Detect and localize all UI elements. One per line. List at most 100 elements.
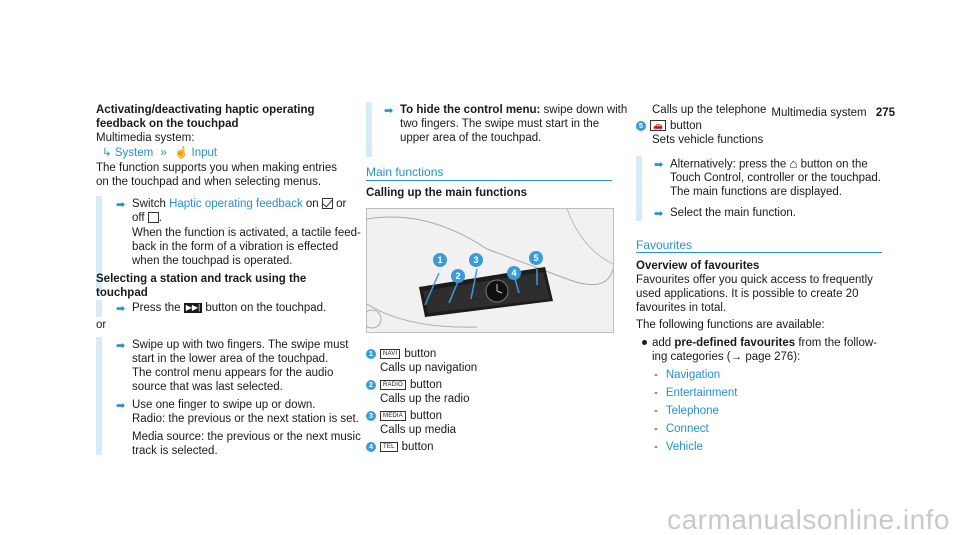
category-item: -Connect bbox=[654, 423, 709, 435]
step-text: Radio: the previous or the next station … bbox=[132, 413, 359, 425]
subheading: Overview of favourites bbox=[636, 260, 760, 272]
step-bar bbox=[96, 196, 102, 293]
tel-key-icon: TEL bbox=[380, 441, 398, 452]
section-title: Main functions bbox=[366, 165, 444, 179]
checkbox-empty-icon bbox=[147, 212, 159, 224]
figure-label-3: 3 bbox=[469, 253, 483, 267]
figure-label-4: 4 bbox=[507, 266, 521, 280]
step-text: Switch Haptic operating feedback on or bbox=[132, 198, 347, 210]
category-item: -Telephone bbox=[654, 405, 719, 417]
step-text: back in the form of a vibration is effec… bbox=[132, 241, 339, 253]
step-arrow-icon: ➡ bbox=[116, 303, 126, 315]
step-text: two fingers. The swipe must start in the bbox=[400, 118, 600, 130]
step-text: Select the main function. bbox=[670, 207, 796, 219]
legend-item-5: 5🚗button bbox=[636, 119, 702, 134]
bullet-item: add pre-defined favourites from the foll… bbox=[642, 336, 877, 351]
path-system-link[interactable]: System bbox=[114, 147, 154, 159]
body-text: The function supports you when making en… bbox=[96, 162, 337, 174]
console-illustration bbox=[367, 209, 613, 329]
category-link-vehicle[interactable]: Vehicle bbox=[665, 441, 703, 453]
step-text: Use one finger to swipe up or down. bbox=[132, 399, 316, 411]
subheading-cont: touchpad bbox=[96, 287, 148, 299]
category-item: -Vehicle bbox=[654, 441, 703, 453]
step-text: Swipe up with two fingers. The swipe mus… bbox=[132, 339, 349, 351]
path-arrow-icon: ↳ bbox=[102, 147, 112, 159]
hand-icon: ☝ bbox=[174, 147, 189, 159]
figure-label-1: 1 bbox=[433, 253, 447, 267]
step-text: Media source: the previous or the next m… bbox=[132, 431, 361, 443]
body-text: used applications. It is possible to cre… bbox=[636, 288, 859, 300]
checkbox-checked-icon bbox=[321, 198, 333, 210]
or-text: or bbox=[96, 319, 107, 331]
watermark: carmanualsonline.info bbox=[667, 503, 950, 535]
bullet-item-cont: ing categories (→ page 276): bbox=[652, 351, 801, 363]
menu-path: ↳ System » ☝ Input bbox=[102, 146, 217, 161]
step-text: The main functions are displayed. bbox=[670, 186, 842, 198]
step-text: The control menu appears for the audio bbox=[132, 367, 334, 379]
subheading: Calling up the main functions bbox=[366, 187, 527, 199]
category-item: -Navigation bbox=[654, 369, 721, 381]
body-text: on the touchpad and when selecting menus… bbox=[96, 176, 322, 188]
legend-desc: Sets vehicle functions bbox=[652, 134, 764, 146]
step-arrow-icon: ➡ bbox=[116, 199, 126, 211]
body-text: favourites in total. bbox=[636, 302, 727, 314]
step-bar bbox=[636, 156, 642, 221]
category-link-entertainment[interactable]: Entertainment bbox=[665, 387, 738, 399]
bullet-icon bbox=[642, 340, 647, 346]
category-link-connect[interactable]: Connect bbox=[665, 423, 709, 435]
step-text: To hide the control menu: swipe down wit… bbox=[400, 104, 628, 116]
car-icon: 🚗 bbox=[650, 120, 666, 132]
skip-forward-icon: ▶▶| bbox=[183, 302, 203, 313]
category-link-navigation[interactable]: Navigation bbox=[665, 369, 721, 381]
navi-key-icon: NAVI bbox=[380, 348, 401, 359]
legend-desc: Calls up the telephone bbox=[652, 104, 767, 116]
step-arrow-icon: ➡ bbox=[116, 400, 126, 412]
page-header: Multimedia system 275 bbox=[771, 106, 895, 121]
step-text: start in the lower area of the touchpad. bbox=[132, 353, 329, 365]
menu-path-intro: Multimedia system: bbox=[96, 132, 195, 144]
section-rule bbox=[366, 180, 612, 181]
step-bar bbox=[96, 337, 102, 455]
double-chevron-icon: » bbox=[160, 147, 167, 159]
step-arrow-icon: ➡ bbox=[654, 159, 664, 171]
step-arrow-icon: ➡ bbox=[116, 340, 126, 352]
step-text: when the touchpad is operated. bbox=[132, 255, 293, 267]
step-arrow-icon: ➡ bbox=[654, 208, 664, 220]
section-heading-cont: feedback on the touchpad bbox=[96, 118, 239, 130]
step-text: upper area of the touchpad. bbox=[400, 132, 542, 144]
path-input-link[interactable]: Input bbox=[191, 147, 218, 159]
touch-control-figure: 1 2 3 4 5 bbox=[366, 208, 614, 333]
page-number: 275 bbox=[875, 107, 895, 119]
section-heading: Activating/deactivating haptic operating bbox=[96, 104, 315, 116]
body-text: Favourites offer you quick access to fre… bbox=[636, 274, 873, 286]
legend-desc: Calls up media bbox=[380, 424, 457, 436]
step-text: source that was last selected. bbox=[132, 381, 283, 393]
body-text: The following functions are available: bbox=[636, 319, 825, 331]
step-arrow-icon: ➡ bbox=[384, 105, 394, 117]
home-icon: ⌂ bbox=[789, 156, 798, 171]
figure-label-2: 2 bbox=[451, 269, 465, 283]
figure-label-5: 5 bbox=[529, 251, 543, 265]
section-title: Favourites bbox=[636, 238, 693, 252]
step-text: track is selected. bbox=[132, 445, 218, 457]
step-bar bbox=[366, 102, 372, 157]
section-rule bbox=[636, 252, 882, 253]
category-link-telephone[interactable]: Telephone bbox=[665, 405, 719, 417]
step-text: Alternatively: press the ⌂ button on the bbox=[670, 156, 868, 171]
category-item: -Entertainment bbox=[654, 387, 738, 399]
step-text: When the function is activated, a tactil… bbox=[132, 227, 361, 239]
step-text: Press the ▶▶| button on the touchpad. bbox=[132, 302, 327, 314]
step-bar bbox=[96, 300, 102, 317]
media-key-icon: MEDIA bbox=[380, 410, 407, 421]
step-text: Touch Control, controller or the touchpa… bbox=[670, 172, 881, 184]
legend-desc: Calls up the radio bbox=[380, 393, 470, 405]
header-title: Multimedia system bbox=[771, 107, 867, 119]
haptic-feedback-link[interactable]: Haptic operating feedback bbox=[169, 198, 303, 210]
subheading: Selecting a station and track using the bbox=[96, 273, 307, 285]
step-text: off . bbox=[132, 212, 162, 224]
legend-desc: Calls up navigation bbox=[380, 362, 478, 374]
